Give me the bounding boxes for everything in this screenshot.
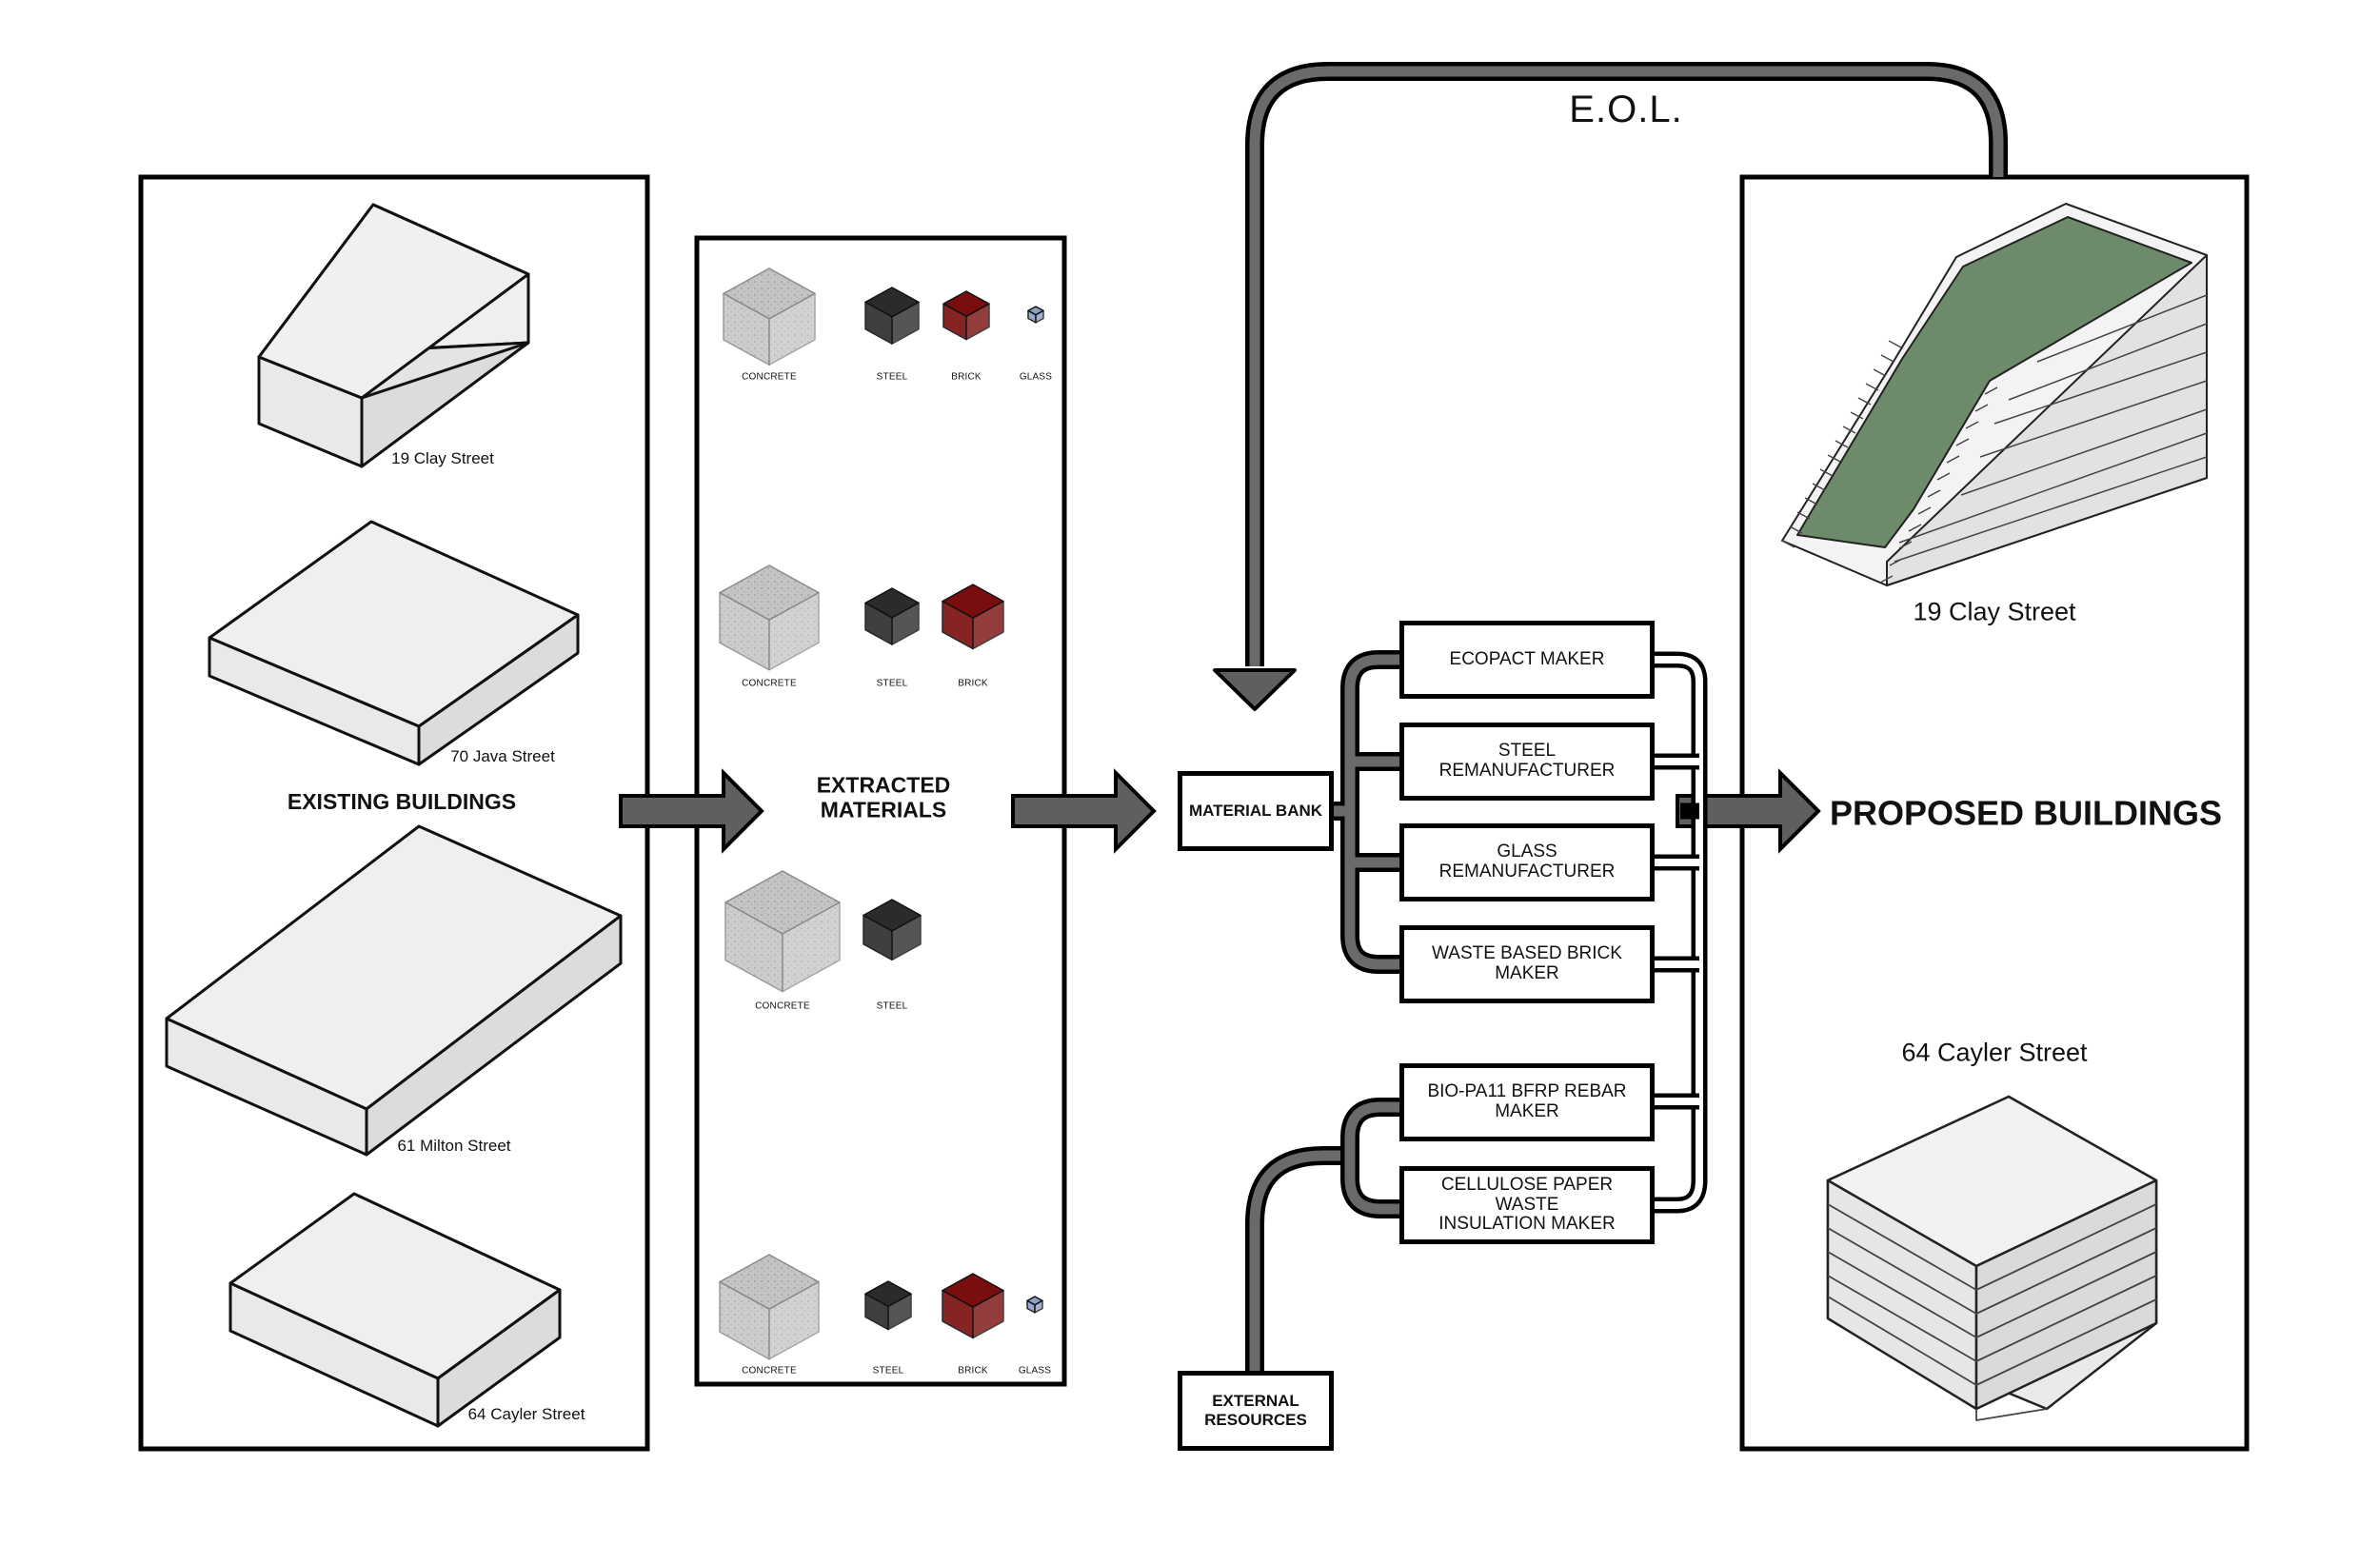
extracted-title-line-2: MATERIALS xyxy=(820,798,947,822)
arrow-extracted-to-bank xyxy=(1011,768,1157,854)
material-label: STEEL xyxy=(876,1000,908,1012)
steel-cube xyxy=(863,899,922,961)
material-bank-box: MATERIAL BANK xyxy=(1178,771,1334,851)
existing-building-label: 70 Java Street xyxy=(450,747,555,766)
processor-box-insulation: CELLULOSE PAPER WASTE INSULATION MAKER xyxy=(1399,1166,1655,1244)
existing-building-label: 64 Cayler Street xyxy=(467,1405,585,1424)
brick-cube xyxy=(942,1273,1004,1339)
material-label: CONCRETE xyxy=(742,678,797,689)
processor-label: CELLULOSE PAPER WASTE INSULATION MAKER xyxy=(1438,1174,1616,1235)
brick-cube xyxy=(942,584,1004,650)
material-label: STEEL xyxy=(876,678,908,689)
material-label: CONCRETE xyxy=(742,1365,797,1377)
concrete-cube xyxy=(724,870,841,993)
building-19-clay-street-proposed xyxy=(1781,203,2208,586)
steel-cube xyxy=(864,1280,912,1331)
proposed-building-label: 64 Cayler Street xyxy=(1901,1038,2088,1067)
existing-buildings-title: EXISTING BUILDINGS xyxy=(287,788,517,814)
proposed-building-label: 19 Clay Street xyxy=(1913,597,2076,626)
concrete-cube xyxy=(723,267,816,366)
material-label: STEEL xyxy=(876,371,908,383)
processor-box-brick: WASTE BASED BRICK MAKER xyxy=(1399,925,1655,1003)
concrete-cube xyxy=(719,1254,820,1360)
material-cubes xyxy=(719,267,1044,1360)
processor-output-collector xyxy=(1655,651,1708,1214)
processor-label: ECOPACT MAKER xyxy=(1449,648,1605,669)
proposed-buildings-title: PROPOSED BUILDINGS xyxy=(1829,793,2223,833)
steel-cube xyxy=(864,287,920,345)
external-resources-label: EXTERNAL RESOURCES xyxy=(1204,1392,1307,1429)
existing-building-label: 19 Clay Street xyxy=(391,449,494,468)
glass-cube xyxy=(1026,1296,1043,1314)
building-64-cayler-street-proposed xyxy=(1826,1095,2158,1421)
extracted-materials-title: EXTRACTED MATERIALS xyxy=(817,773,951,823)
building-64-cayler-street-existing xyxy=(228,1192,562,1428)
material-bank-label: MATERIAL BANK xyxy=(1188,802,1323,821)
processor-box-rebar: BIO-PA11 BFRP REBAR MAKER xyxy=(1399,1063,1655,1141)
external-resources-box: EXTERNAL RESOURCES xyxy=(1178,1371,1334,1451)
building-19-clay-street-existing xyxy=(257,203,530,468)
eol-loop-arrow xyxy=(1213,62,2008,711)
processor-label: WASTE BASED BRICK MAKER xyxy=(1432,943,1622,983)
steel-cube xyxy=(864,587,920,645)
bank-distribution-connector xyxy=(1333,650,1399,974)
material-label: GLASS xyxy=(1019,371,1053,383)
building-70-java-street-existing xyxy=(208,520,580,766)
processor-box-steel: STEEL REMANUFACTURER xyxy=(1399,723,1655,801)
processor-box-glass: GLASS REMANUFACTURER xyxy=(1399,823,1655,901)
material-label: BRICK xyxy=(951,371,982,383)
extracted-title-line-1: EXTRACTED xyxy=(816,772,951,798)
existing-building-label: 61 Milton Street xyxy=(397,1137,511,1156)
processor-label: GLASS REMANUFACTURER xyxy=(1438,842,1616,881)
processor-label: STEEL REMANUFACTURER xyxy=(1438,741,1616,781)
concrete-cube xyxy=(719,565,820,671)
external-resources-connector xyxy=(1245,1098,1399,1371)
material-label: STEEL xyxy=(872,1365,904,1377)
processor-label: BIO-PA11 BFRP REBAR MAKER xyxy=(1427,1081,1627,1121)
material-label: BRICK xyxy=(958,1365,988,1377)
material-label: GLASS xyxy=(1018,1365,1052,1377)
eol-label: E.O.L. xyxy=(1569,89,1683,130)
processor-box-ecopact: ECOPACT MAKER xyxy=(1399,621,1655,699)
material-label: BRICK xyxy=(958,678,988,689)
brick-cube xyxy=(942,290,990,341)
building-61-milton-street-existing xyxy=(165,824,623,1157)
arrow-existing-to-extracted xyxy=(619,768,764,854)
glass-cube xyxy=(1027,306,1044,324)
material-label: CONCRETE xyxy=(742,371,797,383)
material-label: CONCRETE xyxy=(755,1000,810,1012)
